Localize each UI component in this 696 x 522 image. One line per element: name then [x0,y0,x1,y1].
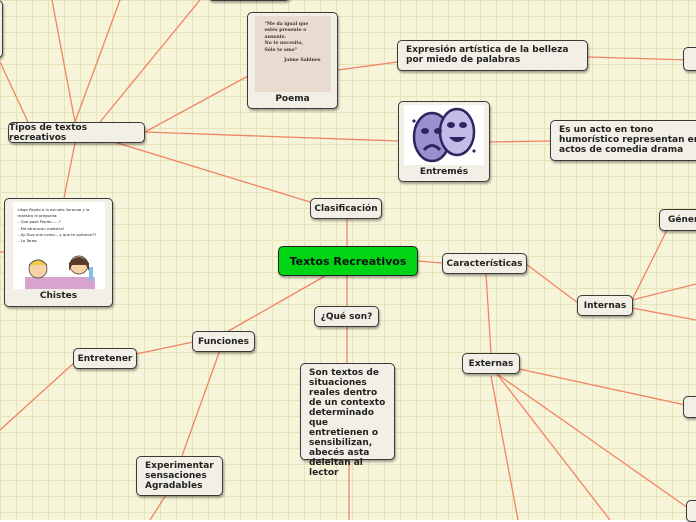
partial-node-right-1[interactable] [683,47,696,71]
node-externas-label: Externas [469,359,514,369]
node-que-son-label: ¿Qué son? [321,312,373,322]
poema-description-text: Expresión artística de la belleza por mi… [406,45,568,65]
node-experimentar[interactable]: Experimentar sensaciones Agradables [136,456,223,496]
poem-card-image: "Me da igual que estés presente o ausent… [255,16,331,92]
node-tipos[interactable]: Tipos de textos recreativos [8,122,145,143]
node-poema[interactable]: "Me da igual que estés presente o ausent… [247,12,338,109]
node-poema-description[interactable]: Expresión artística de la belleza por mi… [397,40,588,71]
poem-author: Jaime Sabines [265,58,327,64]
node-que-son-description[interactable]: Son textos de situaciones reales dentro … [300,363,395,460]
node-externas[interactable]: Externas [462,353,520,374]
node-clasificacion-label: Clasificación [314,204,377,214]
theater-masks-icon [404,105,484,165]
node-internas[interactable]: Internas [577,295,633,316]
node-funciones-label: Funciones [198,337,249,347]
node-que-son[interactable]: ¿Qué son? [314,306,379,327]
node-caracteristicas[interactable]: Características [442,253,527,274]
node-clasificacion[interactable]: Clasificación [310,198,382,219]
node-entremes[interactable]: Entremés [398,101,490,182]
node-genero-label: Género [668,215,696,225]
partial-node-right-2[interactable] [683,396,696,418]
central-topic-label: Textos Recreativos [290,255,407,268]
poem-line-5: Sólo te amo" [265,48,327,54]
node-entretener-label: Entretener [78,354,133,364]
node-genero[interactable]: Género [659,209,696,231]
node-caracteristicas-label: Características [447,259,523,269]
joke-line-6: – La Tarea. [18,238,105,244]
node-internas-label: Internas [584,301,626,311]
partial-node-right-3[interactable] [686,500,696,522]
node-entretener[interactable]: Entretener [73,348,137,369]
node-tipos-label: Tipos de textos recreativos [9,123,144,143]
node-chistes-label: Chistes [40,291,77,301]
node-funciones[interactable]: Funciones [192,331,255,352]
partial-node-left-edge[interactable] [0,0,3,58]
node-experimentar-label: Experimentar sensaciones Agradables [145,461,214,491]
node-entremes-label: Entremés [420,167,468,177]
joke-cartoon-image: Llega Pepito a la escuela llorando y la … [13,202,105,289]
entremes-description-text: Es un acto en tono humorístico represent… [559,125,696,155]
central-topic[interactable]: Textos Recreativos [278,246,418,276]
node-entremes-description[interactable]: Es un acto en tono humorístico represent… [550,120,696,161]
partial-node-top[interactable] [208,0,290,1]
node-chistes[interactable]: Llega Pepito a la escuela llorando y la … [4,198,113,307]
node-poema-label: Poema [275,94,309,104]
